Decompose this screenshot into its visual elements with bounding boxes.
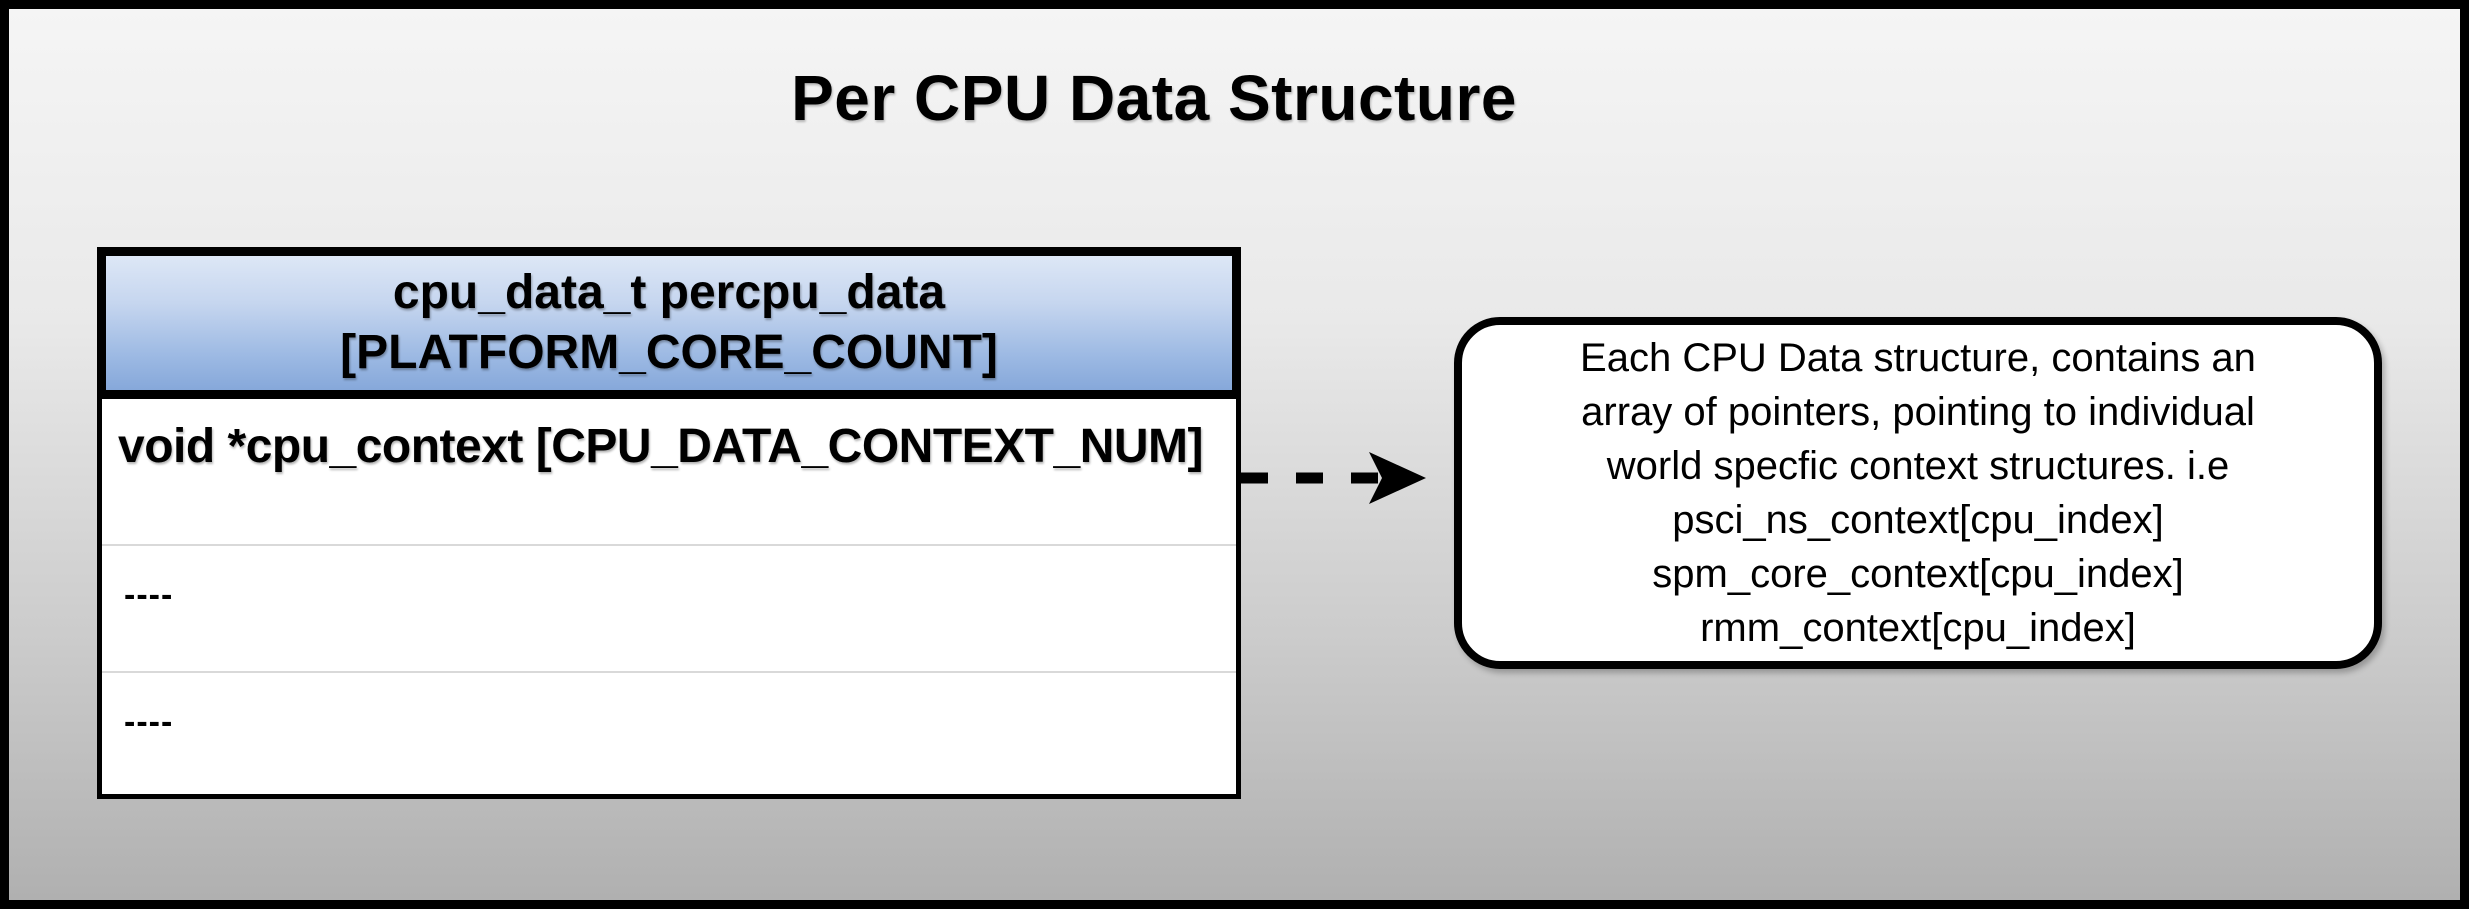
annotation-line: world specfic context structures. i.e — [1606, 444, 2230, 488]
annotation-line: array of pointers, pointing to individua… — [1581, 390, 2255, 434]
table-row: ---- — [102, 544, 1236, 671]
page-title: Per CPU Data Structure — [791, 62, 1517, 134]
cpu-context-field-label: void *cpu_context [CPU_DATA_CONTEXT_NUM] — [118, 420, 1203, 473]
struct-table-body: void *cpu_context [CPU_DATA_CONTEXT_NUM]… — [97, 399, 1241, 799]
placeholder-field-label: ---- — [124, 703, 174, 741]
struct-header-line2: [PLATFORM_CORE_COUNT] — [340, 326, 998, 379]
cpu-data-struct-table: cpu_data_t percpu_data [PLATFORM_CORE_CO… — [97, 247, 1241, 799]
annotation-box: Each CPU Data structure, contains an arr… — [1454, 317, 2382, 669]
annotation-line: Each CPU Data structure, contains an — [1580, 336, 2256, 380]
annotation-line: rmm_context[cpu_index] — [1700, 606, 2136, 650]
dashed-arrow-icon — [1241, 452, 1426, 504]
table-row: void *cpu_context [CPU_DATA_CONTEXT_NUM] — [102, 399, 1236, 544]
placeholder-field-label: ---- — [124, 576, 174, 614]
struct-header-line1: cpu_data_t percpu_data — [392, 266, 946, 319]
annotation-line: psci_ns_context[cpu_index] — [1672, 498, 2164, 542]
table-row: ---- — [102, 671, 1236, 792]
struct-table-header: cpu_data_t percpu_data [PLATFORM_CORE_CO… — [97, 247, 1241, 399]
annotation-line: spm_core_context[cpu_index] — [1652, 552, 2184, 596]
